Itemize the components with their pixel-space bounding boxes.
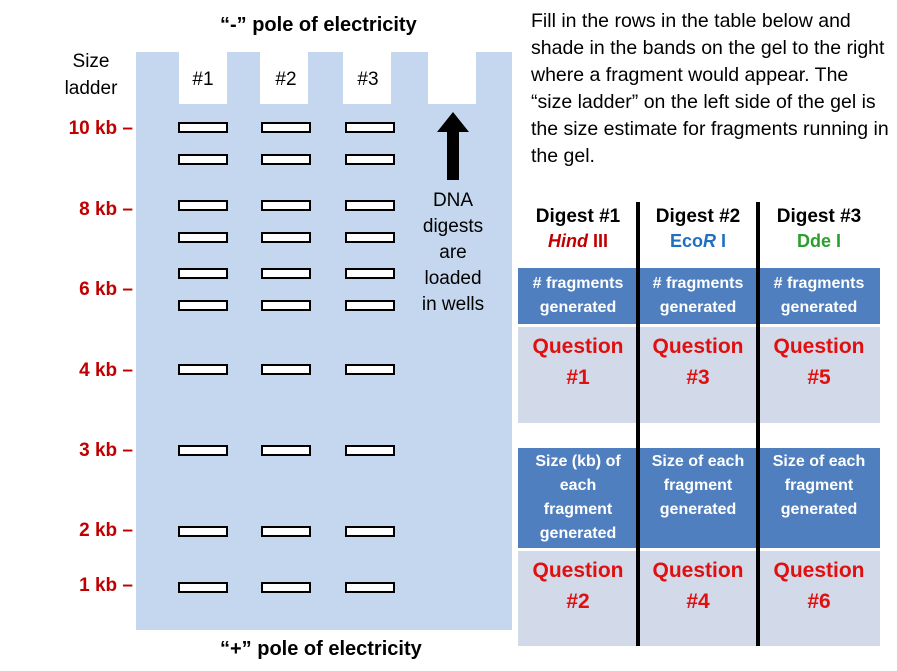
ladder-title-line2: ladder — [64, 78, 118, 99]
fragment-size-header-1: Size (kb) of each fragment generated — [518, 448, 638, 548]
size-label-4kb: 4 kb – — [79, 360, 133, 381]
note-line: loaded — [424, 268, 482, 289]
enzyme-label-2-rest: I — [716, 231, 727, 251]
digest-header-1: Digest #1 Hind III — [518, 204, 638, 254]
well-lane-1 — [260, 52, 308, 104]
enzyme-label-2-pre: Eco — [669, 231, 703, 251]
enzyme-label-2-italic: R — [703, 231, 716, 251]
gel-band[interactable] — [261, 122, 311, 133]
gel-band[interactable] — [345, 268, 395, 279]
gel-band[interactable] — [178, 200, 228, 211]
note-line: are — [439, 242, 467, 263]
size-label-2kb: 2 kb – — [79, 520, 133, 541]
question-3-cell[interactable]: Question #3 — [638, 327, 758, 423]
digest-title-2: Digest #2 — [655, 206, 741, 227]
fragment-size-header-3: Size of each fragment generated — [758, 448, 880, 548]
gel-band[interactable] — [345, 300, 395, 311]
gel-band[interactable] — [261, 526, 311, 537]
gel-band[interactable] — [345, 154, 395, 165]
digest-title-1: Digest #1 — [535, 206, 621, 227]
gel-band[interactable] — [178, 445, 228, 456]
table-divider-2 — [756, 202, 760, 646]
enzyme-label-1: Hind III — [518, 229, 638, 254]
gel-band[interactable] — [261, 364, 311, 375]
gel-band[interactable] — [261, 200, 311, 211]
gel-band[interactable] — [261, 268, 311, 279]
fragment-size-header-2: Size of each fragment generated — [638, 448, 758, 548]
size-label-8kb: 8 kb – — [79, 199, 133, 220]
gel-band[interactable] — [178, 364, 228, 375]
gel-band[interactable] — [261, 154, 311, 165]
question-2-cell[interactable]: Question #2 — [518, 551, 638, 646]
note-line: in wells — [421, 294, 485, 315]
gel-band[interactable] — [345, 122, 395, 133]
well-lane-2 — [343, 52, 391, 104]
well-lane-3 — [428, 52, 476, 104]
gel-band[interactable] — [178, 154, 228, 165]
gel-band[interactable] — [178, 582, 228, 593]
question-4-cell[interactable]: Question #4 — [638, 551, 758, 646]
gel-band[interactable] — [178, 268, 228, 279]
enzyme-label-2: EcoR I — [638, 229, 758, 254]
size-label-1kb: 1 kb – — [79, 575, 133, 596]
gel-band[interactable] — [178, 526, 228, 537]
question-6-cell[interactable]: Question #6 — [758, 551, 880, 646]
note-line: digests — [422, 216, 484, 237]
fragments-count-header-1: # fragments generated — [518, 268, 638, 324]
question-1-cell[interactable]: Question #1 — [518, 327, 638, 423]
gel-band[interactable] — [345, 200, 395, 211]
digest-header-2: Digest #2 EcoR I — [638, 204, 758, 254]
instructions-text: Fill in the rows in the table below and … — [531, 10, 889, 167]
gel-band[interactable] — [261, 232, 311, 243]
gel-band[interactable] — [345, 445, 395, 456]
ladder-title: Size ladder — [52, 48, 130, 102]
gel-band[interactable] — [178, 300, 228, 311]
fragments-count-header-2: # fragments generated — [638, 268, 758, 324]
lane-label-3: #3 — [357, 69, 379, 90]
gel-band[interactable] — [345, 232, 395, 243]
digest-table: Digest #1 Hind III Digest #2 EcoR I Dige… — [518, 200, 880, 646]
digest-header-3: Digest #3 Dde I — [758, 204, 880, 254]
lane-label-2: #2 — [275, 69, 297, 90]
loaded-note: DNA digests are loaded in wells — [412, 188, 494, 318]
well-ladder — [179, 52, 227, 104]
gel-band[interactable] — [261, 582, 311, 593]
negative-pole-label: “-” pole of electricity — [220, 14, 417, 36]
gel-band[interactable] — [345, 582, 395, 593]
enzyme-label-3: Dde I — [796, 231, 841, 251]
enzyme-label-1-rest: III — [587, 231, 608, 251]
note-line: DNA — [432, 190, 474, 211]
lane-label-1: #1 — [192, 69, 214, 90]
size-label-3kb: 3 kb – — [79, 440, 133, 461]
ladder-title-line1: Size — [72, 51, 110, 72]
gel-band[interactable] — [345, 364, 395, 375]
size-label-10kb: 10 kb – — [68, 118, 133, 139]
gel-band[interactable] — [261, 445, 311, 456]
question-5-cell[interactable]: Question #5 — [758, 327, 880, 423]
gel-band[interactable] — [178, 122, 228, 133]
fragments-count-header-3: # fragments generated — [758, 268, 880, 324]
gel-band[interactable] — [345, 526, 395, 537]
up-arrow-icon — [437, 112, 469, 180]
gel-band[interactable] — [261, 300, 311, 311]
table-divider-1 — [636, 202, 640, 646]
digest-title-3: Digest #3 — [776, 206, 862, 227]
gel-band[interactable] — [178, 232, 228, 243]
positive-pole-label: “+” pole of electricity — [220, 638, 422, 660]
size-label-6kb: 6 kb – — [79, 279, 133, 300]
enzyme-label-1-italic: Hind — [547, 231, 588, 251]
